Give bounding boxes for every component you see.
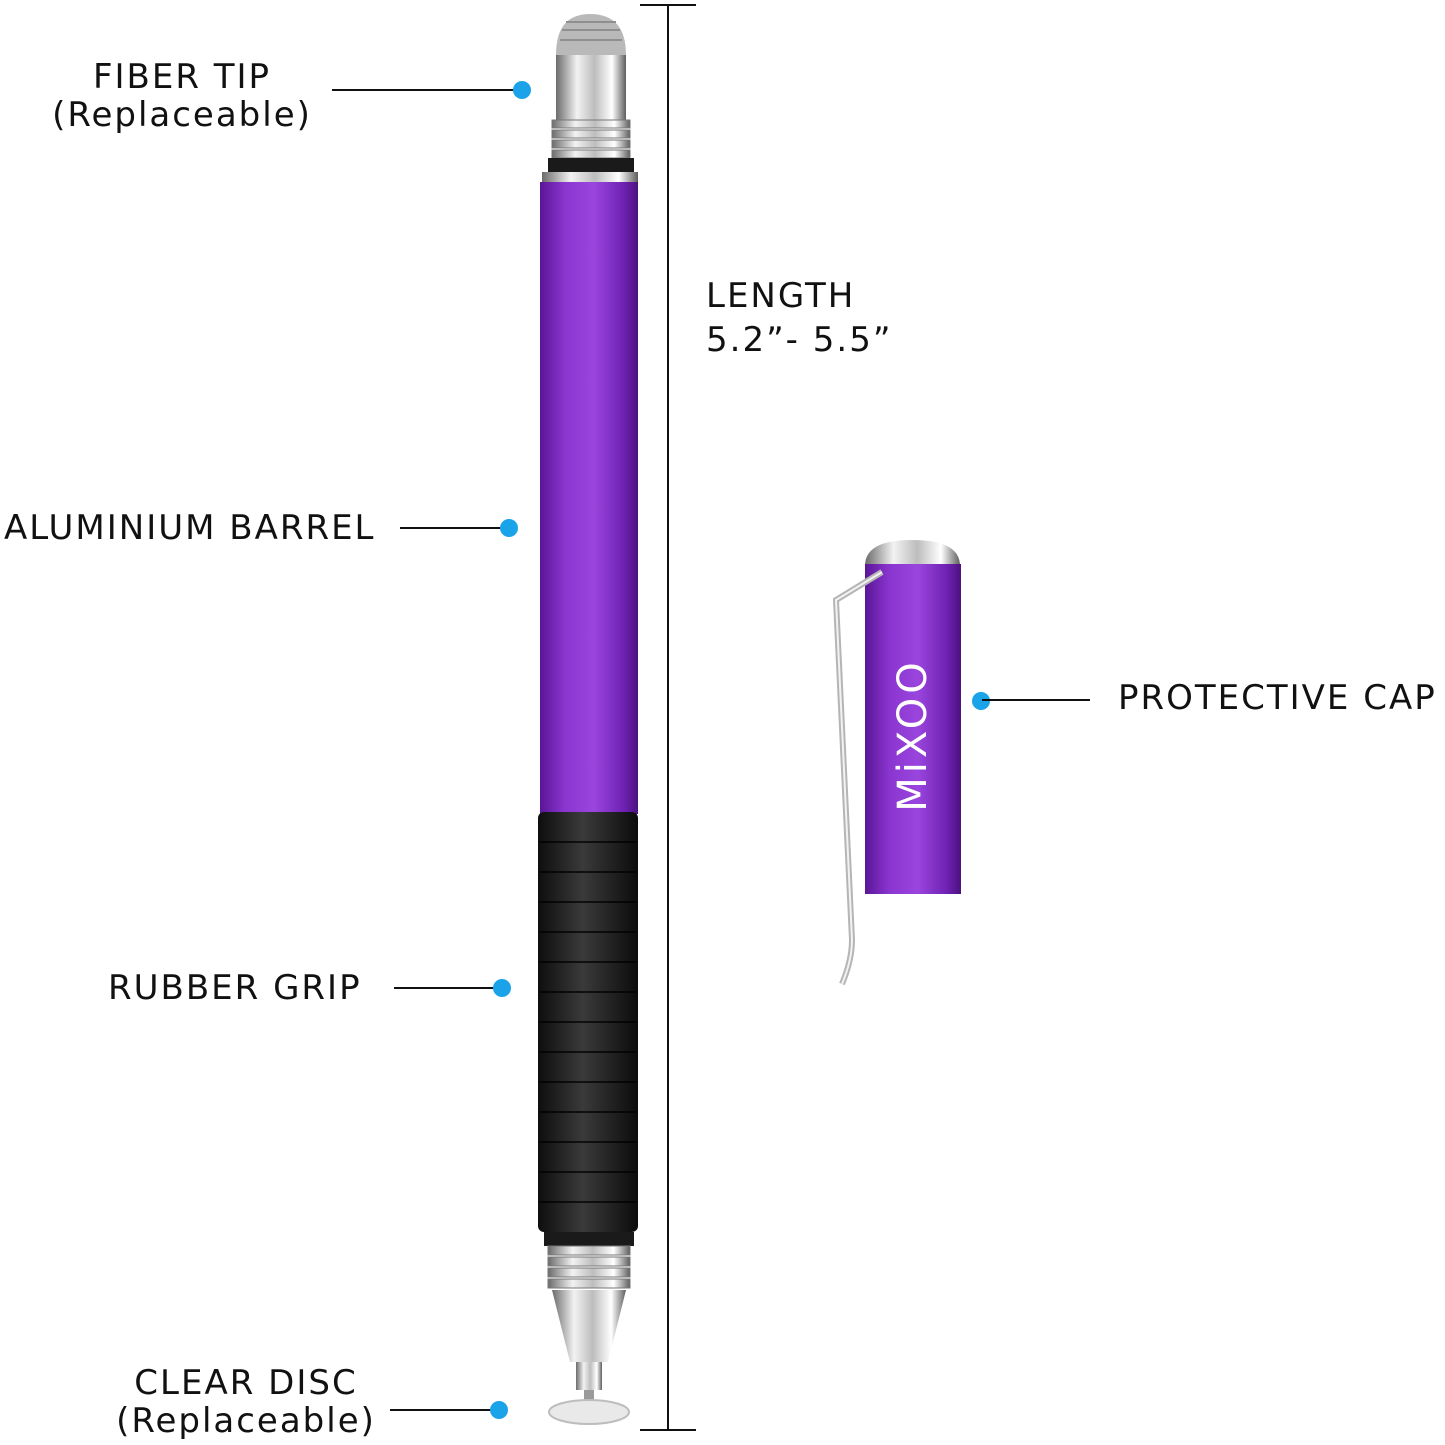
- length-value: 5.2”- 5.5”: [706, 320, 893, 360]
- clear-disc-end: [544, 1232, 634, 1425]
- aluminium-barrel-label: ALUMINIUM BARREL: [4, 508, 376, 548]
- protective-cap-leader: [982, 699, 1090, 701]
- aluminium-barrel-leader: [400, 527, 508, 529]
- aluminium-barrel: [540, 182, 638, 814]
- clear-disc-leader: [390, 1409, 498, 1411]
- fiber-tip: [542, 14, 638, 182]
- protective-cap: [832, 540, 961, 986]
- protective-cap-label: PROTECTIVE CAP: [1118, 678, 1437, 718]
- rubber-grip-marker-dot: [493, 979, 511, 997]
- rubber-grip: [538, 812, 638, 1232]
- rubber-grip-leader: [394, 987, 500, 989]
- fiber-tip-leader: [332, 89, 520, 91]
- clear-disc-title: CLEAR DISC: [134, 1363, 358, 1403]
- fiber-tip-marker-dot: [513, 81, 531, 99]
- clear-disc-subtitle: (Replaceable): [116, 1401, 376, 1441]
- fiber-tip-title: FIBER TIP: [92, 57, 272, 97]
- fiber-tip-label: FIBER TIP (Replaceable): [48, 58, 316, 134]
- length-dimension: [640, 4, 696, 1431]
- length-title: LENGTH: [706, 276, 856, 316]
- cap-logo: MiXOO: [890, 658, 936, 812]
- rubber-grip-label: RUBBER GRIP: [108, 968, 362, 1008]
- fiber-tip-subtitle: (Replaceable): [52, 95, 312, 135]
- clear-disc-label: CLEAR DISC (Replaceable): [108, 1364, 384, 1440]
- clear-disc-marker-dot: [490, 1401, 508, 1419]
- protective-cap-marker-dot: [972, 692, 990, 710]
- aluminium-barrel-marker-dot: [500, 519, 518, 537]
- length-label: LENGTH 5.2”- 5.5”: [706, 274, 892, 362]
